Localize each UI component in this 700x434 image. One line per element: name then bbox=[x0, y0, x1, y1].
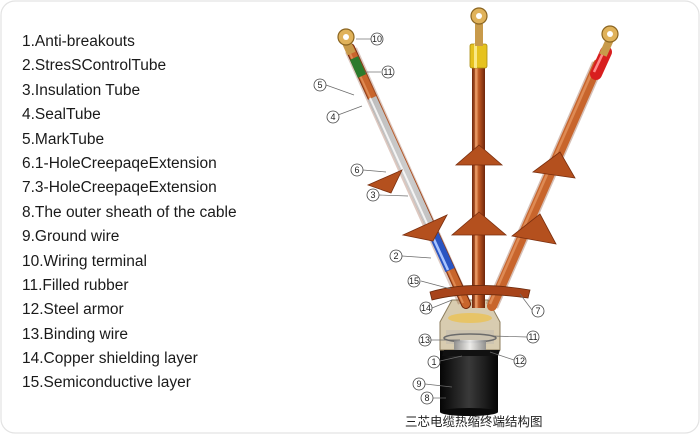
svg-text:10: 10 bbox=[372, 34, 382, 44]
callout-6: 6 bbox=[350, 163, 364, 177]
svg-text:8: 8 bbox=[424, 393, 429, 403]
svg-text:1: 1 bbox=[431, 357, 436, 367]
legend-item-insulation-tube: 3.Insulation Tube bbox=[22, 81, 141, 99]
svg-text:7: 7 bbox=[535, 306, 540, 316]
callout-12: 12 bbox=[513, 354, 527, 368]
callout-10: 10 bbox=[370, 32, 384, 46]
legend-item-copper-shielding: 14.Copper shielding layer bbox=[22, 350, 198, 368]
legend-item-seal-tube: 4.SealTube bbox=[22, 106, 101, 124]
core-left bbox=[337, 28, 471, 309]
svg-text:11: 11 bbox=[383, 67, 392, 77]
callout-2: 2 bbox=[389, 249, 403, 263]
legend-item-ground-wire: 9.Ground wire bbox=[22, 228, 120, 246]
svg-text:5: 5 bbox=[317, 80, 322, 90]
legend-item-anti-breakouts: 1.Anti-breakouts bbox=[22, 33, 135, 50]
callout-11-bottom: 11 bbox=[526, 330, 540, 344]
svg-text:9: 9 bbox=[416, 379, 421, 389]
three-hole-creepage-extension bbox=[429, 285, 531, 301]
callout-1: 1 bbox=[427, 355, 441, 369]
legend-list: 1.Anti-breakouts 2.StresSControlTube 3.I… bbox=[22, 30, 237, 396]
legend-item-filled-rubber: 11.Filled rubber bbox=[22, 276, 129, 294]
callout-leaders bbox=[325, 38, 533, 399]
legend-item-3-hole-creepage: 7.3-HoleCreepaqeExtension bbox=[22, 179, 217, 197]
legend-item-1-hole-creepage: 6.1-HoleCreepaqeExtension bbox=[22, 154, 217, 172]
legend-item-mark-tube: 5.MarkTube bbox=[22, 130, 105, 148]
svg-text:13: 13 bbox=[420, 335, 430, 345]
callout-14: 14 bbox=[419, 301, 433, 315]
legend-item-stress-control-tube: 2.StresSControlTube bbox=[22, 57, 167, 75]
callout-15: 15 bbox=[407, 274, 421, 288]
legend-item-binding-wire: 13.Binding wire bbox=[22, 325, 128, 343]
svg-text:6: 6 bbox=[354, 165, 359, 175]
legend-item-semiconductive-layer: 15.Semiconductive layer bbox=[22, 374, 191, 392]
svg-text:11: 11 bbox=[528, 332, 537, 342]
diagram-caption: 三芯电缆热缩终端结构图 bbox=[405, 414, 543, 429]
anti-breakout bbox=[439, 299, 501, 356]
legend-item-wiring-terminal: 10.Wiring terminal bbox=[22, 252, 147, 270]
svg-text:3: 3 bbox=[370, 190, 375, 200]
core-middle bbox=[450, 7, 508, 308]
core-right bbox=[486, 25, 619, 311]
svg-text:2: 2 bbox=[393, 251, 398, 261]
callout-8: 8 bbox=[420, 391, 434, 405]
svg-text:4: 4 bbox=[330, 112, 335, 122]
legend-item-outer-sheath: 8.The outer sheath of the cable bbox=[22, 203, 237, 221]
callout-13: 13 bbox=[418, 333, 432, 347]
svg-text:15: 15 bbox=[409, 276, 419, 286]
callout-11-top: 11 bbox=[381, 65, 395, 79]
callout-7: 7 bbox=[531, 304, 545, 318]
legend-item-steel-armor: 12.Steel armor bbox=[22, 301, 124, 319]
svg-text:12: 12 bbox=[515, 356, 525, 366]
callout-5: 5 bbox=[313, 78, 327, 92]
callout-9: 9 bbox=[412, 377, 426, 391]
callout-4: 4 bbox=[326, 110, 340, 124]
callout-3: 3 bbox=[366, 188, 380, 202]
callout-markers: 10 11 5 4 6 3 2 15 bbox=[313, 32, 545, 405]
svg-text:14: 14 bbox=[421, 303, 431, 313]
